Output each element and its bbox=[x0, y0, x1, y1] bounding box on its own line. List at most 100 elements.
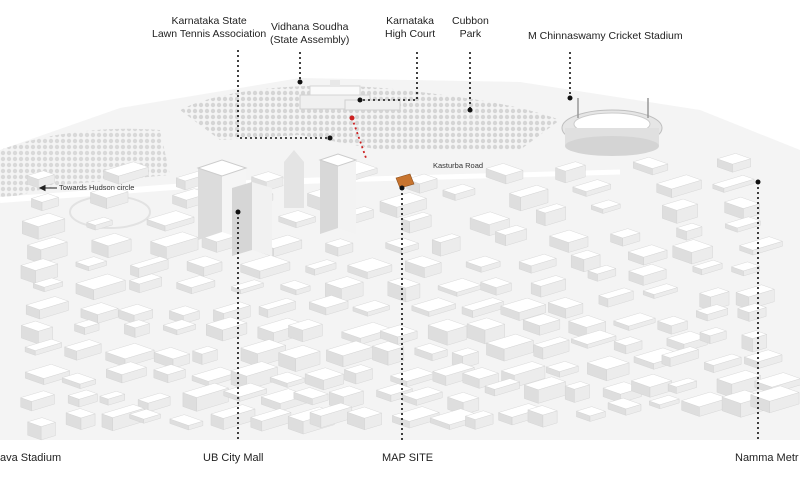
building-face bbox=[545, 361, 579, 372]
building-face bbox=[26, 236, 68, 250]
leader-dots bbox=[235, 79, 761, 215]
building-face bbox=[20, 258, 59, 271]
building-face bbox=[461, 297, 505, 311]
building-face bbox=[401, 386, 443, 400]
building-face bbox=[494, 225, 528, 236]
building-face bbox=[24, 364, 71, 379]
building-face bbox=[123, 319, 151, 329]
building-face bbox=[754, 372, 800, 388]
building-face bbox=[432, 362, 475, 377]
leader-lines bbox=[237, 50, 759, 440]
building-face bbox=[20, 390, 56, 402]
building-face bbox=[427, 318, 468, 332]
building-face bbox=[191, 346, 218, 355]
building-face bbox=[535, 203, 567, 214]
building-face bbox=[575, 406, 606, 417]
building-face bbox=[30, 193, 60, 203]
label-line: (State Assembly) bbox=[270, 34, 350, 46]
building-face bbox=[628, 264, 667, 277]
building-face bbox=[530, 275, 567, 287]
building-face bbox=[723, 196, 761, 209]
building-face bbox=[25, 296, 70, 311]
building-face bbox=[175, 275, 216, 288]
building-face bbox=[523, 376, 567, 391]
building-face bbox=[304, 367, 345, 381]
label-namma-metro: Namma Metr bbox=[735, 452, 799, 464]
building-face bbox=[469, 211, 510, 225]
building-face bbox=[153, 364, 186, 375]
label-kanteerava-stadium: ava Stadium bbox=[0, 452, 62, 464]
building-face bbox=[464, 410, 494, 420]
building-face bbox=[404, 255, 442, 268]
building-face bbox=[431, 233, 461, 243]
building-face bbox=[648, 395, 680, 405]
label-ub-city-mall: UB City Mall bbox=[203, 452, 264, 464]
cubbon-park-trees bbox=[180, 85, 560, 150]
label-line: Karnataka bbox=[386, 15, 435, 27]
building-face bbox=[411, 297, 457, 312]
building-face bbox=[80, 302, 119, 315]
building-face bbox=[230, 361, 279, 377]
building-face bbox=[258, 298, 297, 310]
building-face bbox=[479, 277, 512, 288]
building-face bbox=[699, 287, 730, 298]
building-face bbox=[308, 295, 349, 309]
building-face bbox=[239, 255, 291, 272]
building-face bbox=[737, 303, 767, 313]
building-face bbox=[630, 373, 673, 388]
building-face bbox=[695, 304, 729, 315]
building-face bbox=[522, 313, 561, 326]
building-face bbox=[146, 210, 195, 226]
building-face bbox=[675, 222, 703, 232]
building-face bbox=[384, 237, 420, 249]
building-face bbox=[735, 284, 775, 298]
label-line: High Court bbox=[385, 28, 436, 40]
building-face bbox=[89, 185, 129, 199]
building-face bbox=[210, 404, 256, 419]
building-face bbox=[485, 333, 535, 350]
building-face bbox=[279, 280, 311, 291]
label-line: Cubbon bbox=[452, 15, 489, 27]
building-face bbox=[20, 320, 54, 332]
building-face bbox=[346, 406, 383, 419]
building-face bbox=[387, 277, 421, 289]
building-face bbox=[91, 233, 132, 247]
building-face bbox=[692, 259, 723, 270]
building-face bbox=[564, 381, 591, 390]
label-cubbon-park: Cubbon Park bbox=[452, 15, 489, 41]
label-chinnaswamy-stadium: M Chinnaswamy Cricket Stadium bbox=[528, 30, 683, 43]
building-face bbox=[128, 408, 162, 420]
building-face bbox=[741, 330, 768, 339]
building-face bbox=[278, 345, 321, 359]
building-face bbox=[309, 402, 353, 417]
building-face bbox=[598, 287, 634, 299]
building-face bbox=[712, 175, 755, 189]
building-face bbox=[343, 364, 374, 374]
building-face bbox=[414, 343, 448, 355]
building-face bbox=[304, 259, 337, 270]
label-map-site: MAP SITE bbox=[382, 452, 434, 464]
building-face bbox=[212, 301, 251, 314]
building-face bbox=[724, 216, 762, 229]
building-face bbox=[278, 210, 317, 223]
ub-city-towers bbox=[196, 150, 304, 256]
building-face bbox=[328, 385, 365, 398]
building-face bbox=[716, 153, 752, 165]
building-face bbox=[570, 329, 617, 345]
building-face bbox=[24, 338, 63, 351]
label-line: Lawn Tennis Association bbox=[152, 28, 267, 40]
building-face bbox=[101, 404, 145, 418]
building-face bbox=[500, 361, 546, 376]
building-face bbox=[129, 256, 169, 269]
building-face bbox=[324, 276, 364, 289]
highlight-leader bbox=[351, 117, 367, 159]
building-face bbox=[250, 171, 284, 183]
building-face bbox=[508, 184, 549, 198]
building-face bbox=[21, 212, 66, 227]
high-court-model bbox=[344, 99, 401, 111]
building-face bbox=[627, 244, 668, 258]
building-face bbox=[642, 283, 679, 295]
building-face bbox=[347, 257, 393, 273]
